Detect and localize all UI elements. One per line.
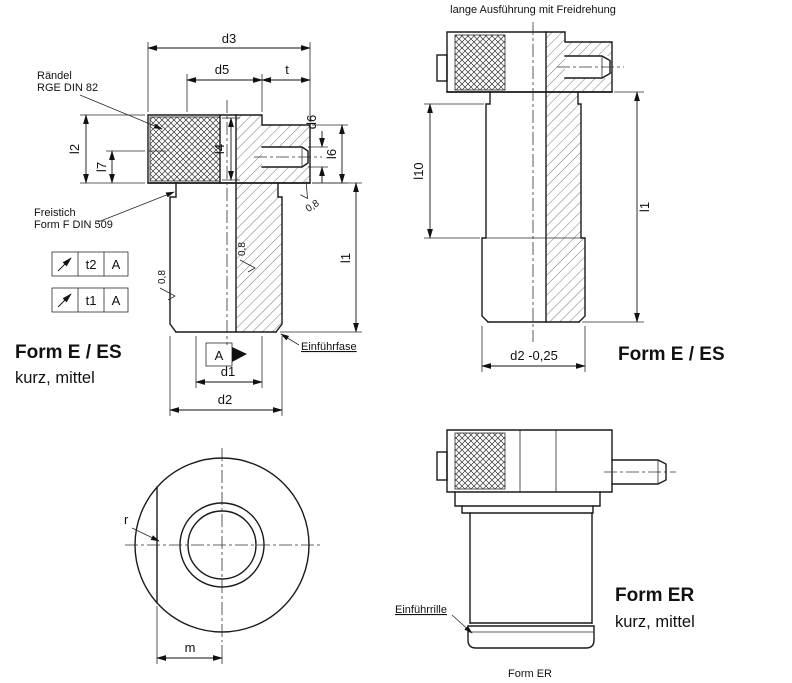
dim-d5: d5 [186, 62, 263, 112]
datum-feature-flag: A [205, 342, 247, 367]
head-left-lip [436, 451, 448, 481]
view2-note: lange Ausführung mit Freidrehung [450, 4, 616, 16]
dim-l10: l10 [411, 103, 484, 239]
dim-d1: d1 [195, 336, 263, 388]
dim-l1-label: l1 [338, 253, 353, 263]
dim-m-label: m [185, 640, 196, 655]
dim-l6-label: l6 [324, 149, 339, 159]
knurl-texture [455, 433, 505, 489]
tolerance-t1-label: t1 [86, 293, 97, 308]
knurl-texture [455, 35, 505, 90]
dim-l1: l1 [582, 91, 652, 323]
view-section-form-e-es: d3 d5 t l2 l7 l4 [15, 31, 362, 416]
body-right-outline [275, 182, 283, 333]
dim-d2-tol-label: d2 -0,25 [510, 348, 558, 363]
dim-l1-label: l1 [637, 202, 652, 212]
dim-l7-label: l7 [94, 162, 109, 172]
view-lange-ausfuehrung: lange Ausführung mit Freidrehung l10 l1 [411, 4, 725, 372]
dim-d2-label: d2 [218, 392, 232, 407]
dim-r: r [124, 512, 160, 542]
section-hatch-body [236, 183, 282, 332]
collar-outline [461, 505, 594, 514]
dim-d2: d2 [169, 336, 283, 416]
view-front-circle: r m [124, 448, 320, 664]
dim-d6-label: d6 [304, 115, 319, 129]
runout-symbol-icon [57, 257, 72, 272]
dim-r-label: r [124, 512, 129, 527]
einfuehrfase-label: Einführfase [301, 341, 357, 353]
dim-l2-label: l2 [67, 144, 82, 154]
datum-triangle-icon [232, 347, 247, 362]
tolerance-frame-t2: t2 A [51, 251, 129, 277]
tolerance-t2-datum: A [112, 257, 121, 272]
dim-m: m [156, 606, 223, 664]
body-left-outline [481, 91, 491, 323]
roughness-value: 0,8 [304, 198, 322, 215]
dim-l2: l2 [67, 114, 145, 184]
raendel-label-line2: RGE DIN 82 [37, 82, 98, 94]
dim-d5-label: d5 [215, 62, 229, 77]
head-left-lip [436, 54, 448, 82]
roughness-symbol: 0,8 [237, 242, 256, 273]
flange-outline [454, 491, 601, 507]
callout-raendel: Rändel RGE DIN 82 [37, 70, 163, 130]
dim-l7: l7 [94, 150, 145, 184]
roughness-value: 0,8 [157, 270, 168, 284]
view-form-er: Einführrille Form ER kurz, mittel Form E… [395, 429, 695, 680]
view2-title: Form E / ES [618, 344, 725, 365]
dim-l4: l4 [212, 117, 240, 181]
dim-l10-label: l10 [411, 162, 426, 179]
roughness-symbol: 0,8 [300, 181, 322, 215]
dim-d2-tol: d2 -0,25 [481, 326, 586, 372]
roughness-symbol: 0,8 [157, 270, 176, 301]
view4-caption: Form ER [508, 668, 552, 680]
dim-t: t [261, 62, 311, 83]
view1-subtitle: kurz, mittel [15, 369, 95, 387]
einfuehrrille-band [467, 625, 595, 649]
view1-title: Form E / ES [15, 342, 122, 363]
raendel-label-line1: Rändel [37, 70, 72, 82]
dim-d1-label: d1 [221, 364, 235, 379]
freistich-label-line2: Form F DIN 509 [34, 219, 113, 231]
knurl-outline [454, 432, 506, 490]
dim-l1: l1 [280, 182, 362, 333]
roughness-value: 0,8 [237, 242, 248, 256]
dim-d3-label: d3 [222, 31, 236, 46]
callout-freistich: Freistich Form F DIN 509 [34, 191, 175, 231]
view4-subtitle: kurz, mittel [615, 613, 695, 631]
dim-t-label: t [285, 62, 289, 77]
dim-l4-label: l4 [212, 144, 227, 154]
dim-d6: d6 [304, 115, 328, 183]
datum-a-label: A [215, 348, 224, 363]
tolerance-frame-t1: t1 A [51, 287, 129, 313]
runout-symbol-icon [57, 293, 72, 308]
dim-d3: d3 [147, 31, 311, 122]
tolerance-t1-datum: A [112, 293, 121, 308]
view4-title: Form ER [615, 585, 694, 606]
body-left-outline [169, 182, 177, 333]
dim-l6: l6 [312, 124, 348, 184]
einfuehrrille-label: Einführrille [395, 604, 447, 616]
knurl-texture [150, 117, 220, 181]
section-hatch-body [546, 92, 585, 322]
tolerance-t2-label: t2 [86, 257, 97, 272]
callout-einfuehrfase: Einführfase [280, 333, 357, 353]
knurl-outline [454, 34, 506, 91]
freistich-label-line1: Freistich [34, 207, 76, 219]
callout-einfuehrrille: Einführrille [395, 604, 473, 634]
